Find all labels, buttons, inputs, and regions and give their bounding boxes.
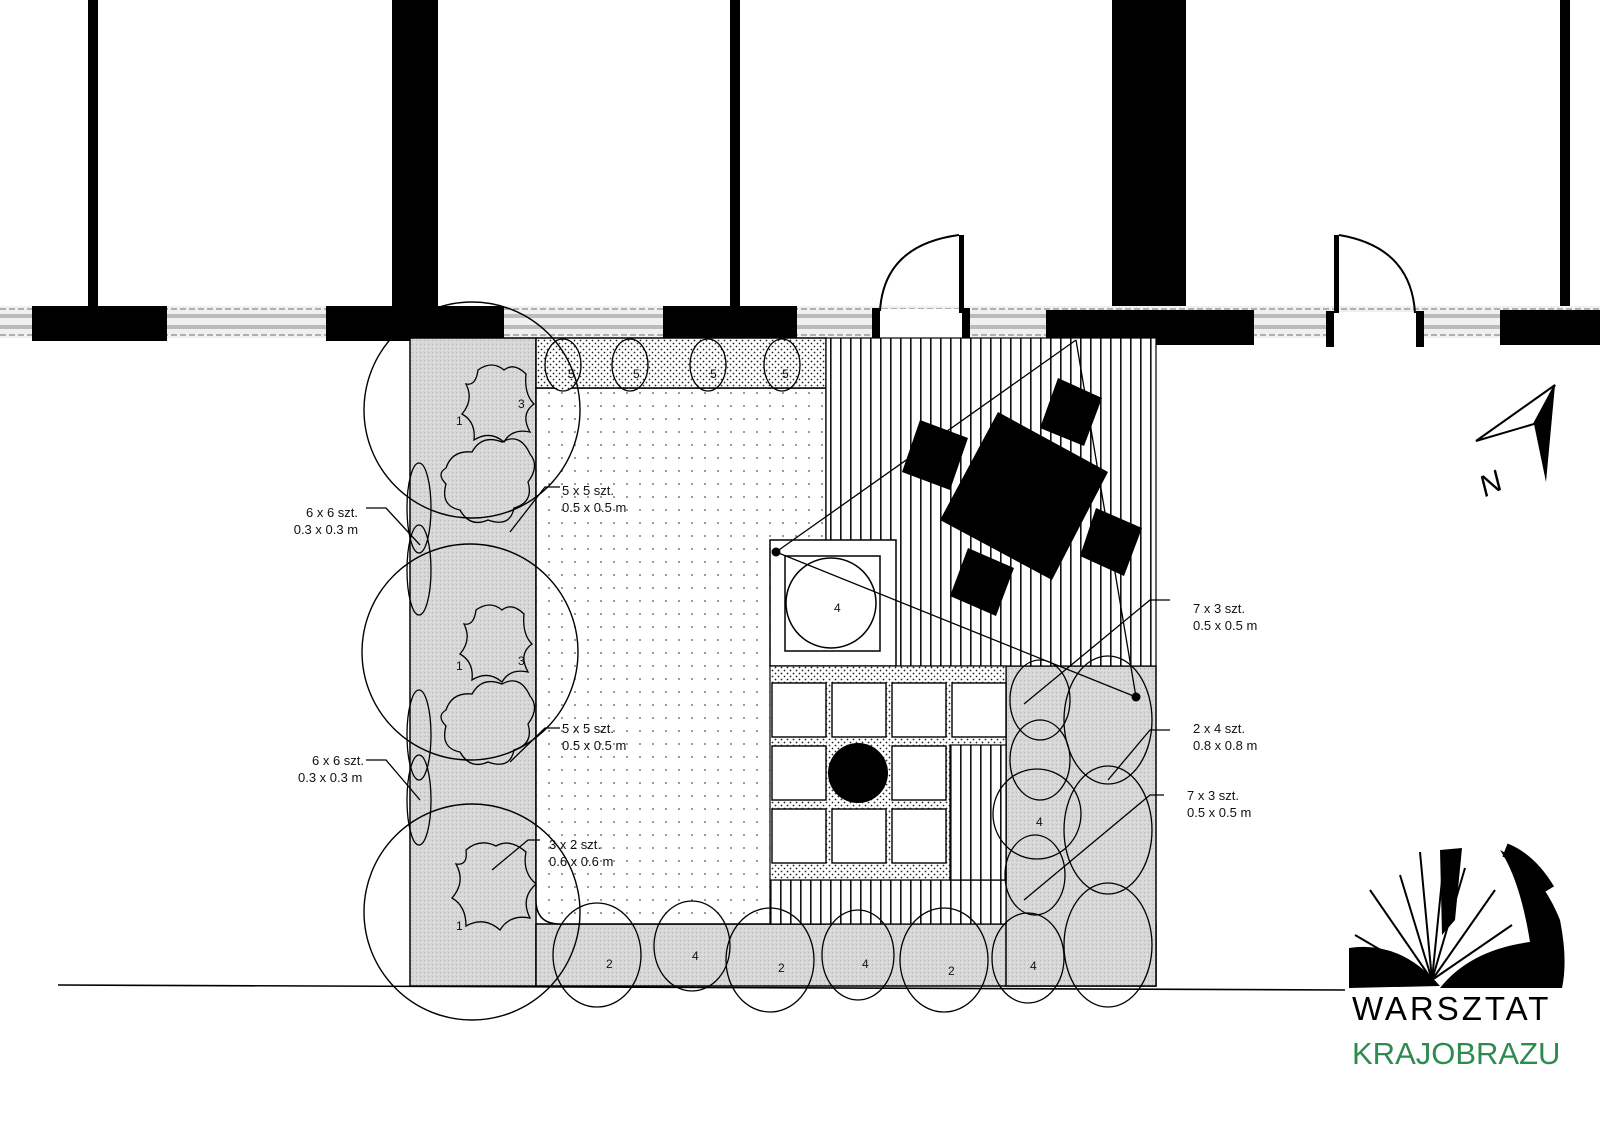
leader-lines: [366, 486, 1170, 901]
right-planting-bed: [1005, 665, 1157, 987]
svg-text:1: 1: [456, 414, 463, 428]
svg-text:3: 3: [518, 654, 525, 668]
svg-text:2: 2: [948, 964, 955, 978]
svg-text:4: 4: [692, 949, 699, 963]
svg-text:2: 2: [778, 961, 785, 975]
left-shrubs: [406, 364, 537, 931]
ginkgo-leaf-icon: [1349, 843, 1565, 988]
svg-text:5: 5: [633, 367, 640, 381]
annotation-a7: 2 x 4 szt. 0.8 x 0.8 m: [1193, 721, 1258, 753]
svg-text:4: 4: [862, 957, 869, 971]
svg-text:2: 2: [606, 957, 613, 971]
fire-pit: [828, 743, 888, 803]
annotation-a2: 5 x 5 szt. 0.5 x 0.5 m: [562, 483, 627, 515]
logo-subtitle: KRAJOBRAZU: [1352, 1036, 1561, 1071]
ground-line: [57, 984, 1346, 991]
lawn-area: [535, 387, 827, 925]
svg-text:1: 1: [456, 919, 463, 933]
bottom-shrubs: [552, 882, 1153, 1013]
svg-text:5: 5: [782, 367, 789, 381]
left-planting-bed: [409, 337, 537, 987]
light-string: [775, 339, 1137, 698]
north-arrow-icon: [1475, 384, 1556, 482]
svg-text:5: 5: [568, 367, 575, 381]
logo-title: WARSZTAT: [1352, 990, 1552, 1027]
annotation-a4: 5 x 5 szt. 0.5 x 0.5 m: [562, 721, 627, 753]
north-label: N: [1474, 464, 1508, 503]
top-shrubs: [544, 338, 801, 392]
annotation-a8: 7 x 3 szt. 0.5 x 0.5 m: [1187, 788, 1252, 820]
annotation-a6: 7 x 3 szt. 0.5 x 0.5 m: [1193, 601, 1258, 633]
trees: [361, 301, 581, 1021]
svg-text:1: 1: [456, 659, 463, 673]
annotation-a1: 6 x 6 szt. 0.3 x 0.3 m: [293, 505, 359, 537]
dining-table-set: [902, 378, 1142, 616]
svg-text:4: 4: [834, 601, 841, 615]
right-shrubs: [992, 655, 1153, 916]
svg-text:4: 4: [1036, 815, 1043, 829]
paving-tiles: [771, 682, 1007, 864]
svg-text:3: 3: [518, 397, 525, 411]
annotation-a3: 6 x 6 szt. 0.3 x 0.3 m: [298, 753, 365, 785]
annotation-a5: 3 x 2 szt. 0.6 x 0.6 m: [549, 837, 614, 869]
svg-text:5: 5: [710, 367, 717, 381]
building-walls: [0, 0, 1600, 347]
svg-text:4: 4: [1030, 959, 1037, 973]
